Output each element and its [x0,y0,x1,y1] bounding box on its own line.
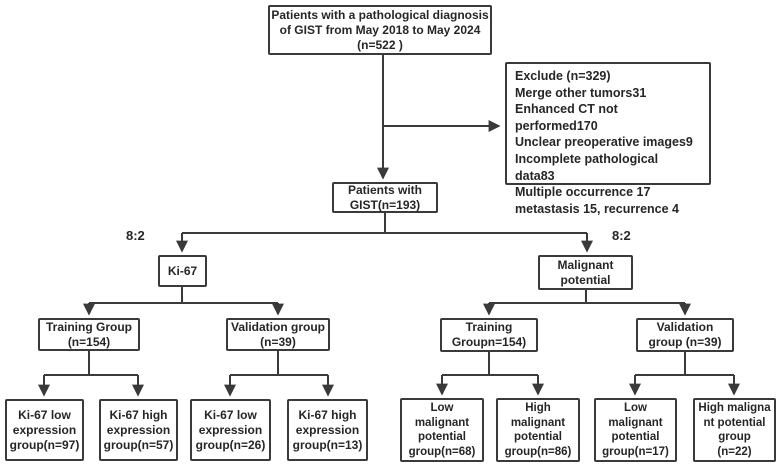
node-included-patients: Patients with GIST(n=193) [332,182,438,213]
node-mp-high-validation: High maligna nt potential group (n=22) [693,398,776,462]
node-mp-validation-group: Validation group (n=39) [636,318,734,352]
node-ki67-low-validation: Ki-67 low expression group(n=26) [190,399,271,461]
node-exclusions: Exclude (n=329) Merge other tumors31 Enh… [505,62,711,216]
node-ki67-training-group: Training Group (n=154) [38,318,140,351]
node-diagnosis-total: Patients with a pathological diagnosis o… [268,5,492,55]
node-malignant-potential-arm: Malignant potential [538,255,633,290]
node-ki67-validation-group: Validation group (n=39) [226,318,330,351]
node-ki67-arm: Ki-67 [158,255,207,287]
node-ki67-high-training: Ki-67 high expression group(n=57) [99,399,178,461]
node-mp-high-training: High malignant potential group(n=86) [496,398,580,462]
split-ratio-left: 8:2 [126,228,145,243]
node-mp-low-validation: Low malignant potential group(n=17) [594,398,677,462]
node-mp-training-group: Training Groupn=154) [440,318,538,352]
node-mp-low-training: Low malignant potential group(n=68) [400,398,484,462]
node-ki67-high-validation: Ki-67 high expression group(n=13) [287,399,368,461]
node-ki67-low-training: Ki-67 low expression group(n=97) [5,399,84,461]
split-ratio-right: 8:2 [612,228,631,243]
